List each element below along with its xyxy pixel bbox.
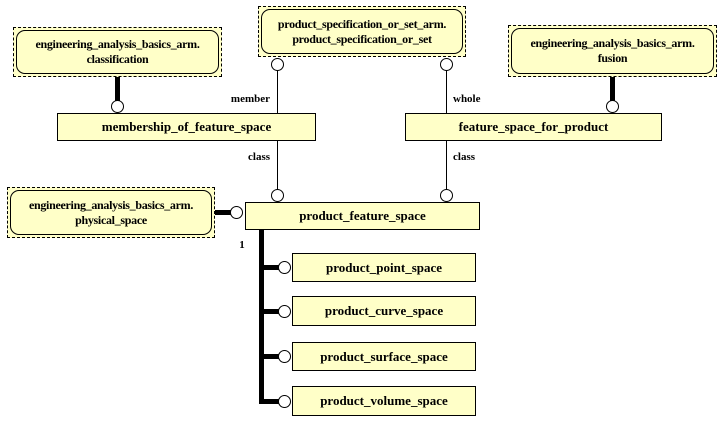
pageref-classification-line2: classification <box>86 52 149 66</box>
pageref-product-specification-or-set: product_specification_or_set_arm. produc… <box>258 6 466 57</box>
pageref-physical-space-inner: engineering_analysis_basics_arm. physica… <box>10 190 212 235</box>
circle-connector <box>271 189 284 202</box>
circle-connector <box>278 395 291 408</box>
circle-connector <box>230 206 243 219</box>
entity-product-volume-space: product_volume_space <box>292 386 476 416</box>
entity-membership-of-feature-space: membership_of_feature_space <box>57 113 316 141</box>
edge-label-class-right: class <box>453 151 475 163</box>
line-stub-point-space <box>259 265 279 270</box>
edge-label-class-left: class <box>248 151 270 163</box>
line-class-left <box>277 141 278 190</box>
entity-product-feature-space: product_feature_space <box>245 202 480 230</box>
edge-label-cardinality-one: 1 <box>239 239 245 251</box>
line-fusion-to-feature-space-for-product <box>610 77 615 101</box>
pageref-product-specification-or-set-inner: product_specification_or_set_arm. produc… <box>261 9 463 54</box>
pageref-product-specification-or-set-line2: product_specification_or_set <box>292 31 432 46</box>
pageref-physical-space-line1: engineering_analysis_basics_arm. <box>28 197 194 212</box>
pageref-physical-space-line2: physical_space <box>75 212 147 227</box>
pageref-fusion-line1: engineering_analysis_basics_arm. <box>530 36 695 50</box>
circle-connector <box>278 261 291 274</box>
circle-connector <box>278 350 291 363</box>
entity-feature-space-for-product: feature_space_for_product <box>405 113 662 141</box>
entity-product-point-space: product_point_space <box>292 253 476 282</box>
pageref-classification-inner: engineering_analysis_basics_arm. classif… <box>16 30 219 74</box>
circle-connector <box>606 100 619 113</box>
pageref-fusion-line2: fusion <box>597 51 628 65</box>
pageref-fusion: engineering_analysis_basics_arm. fusion <box>508 25 717 77</box>
line-whole <box>446 70 447 113</box>
line-member <box>277 70 278 113</box>
edge-label-whole: whole <box>453 93 481 105</box>
circle-connector <box>111 100 124 113</box>
circle-connector <box>440 189 453 202</box>
line-subtype-trunk <box>259 230 264 404</box>
pageref-classification-line1: engineering_analysis_basics_arm. <box>35 37 200 51</box>
circle-connector <box>278 305 291 318</box>
entity-product-surface-space: product_surface_space <box>292 342 476 371</box>
pageref-physical-space: engineering_analysis_basics_arm. physica… <box>7 187 215 238</box>
edge-label-member: member <box>230 93 270 105</box>
line-physical-space-to-product-feature-space <box>215 210 232 215</box>
pageref-product-specification-or-set-line1: product_specification_or_set_arm. <box>277 16 447 31</box>
line-stub-surface-space <box>259 354 279 359</box>
line-stub-curve-space <box>259 309 279 314</box>
line-class-right <box>446 141 447 190</box>
line-stub-volume-space <box>259 399 279 404</box>
entity-product-curve-space: product_curve_space <box>292 296 476 326</box>
line-classification-to-membership <box>115 77 120 101</box>
pageref-classification: engineering_analysis_basics_arm. classif… <box>13 27 222 77</box>
pageref-fusion-inner: engineering_analysis_basics_arm. fusion <box>511 28 714 74</box>
